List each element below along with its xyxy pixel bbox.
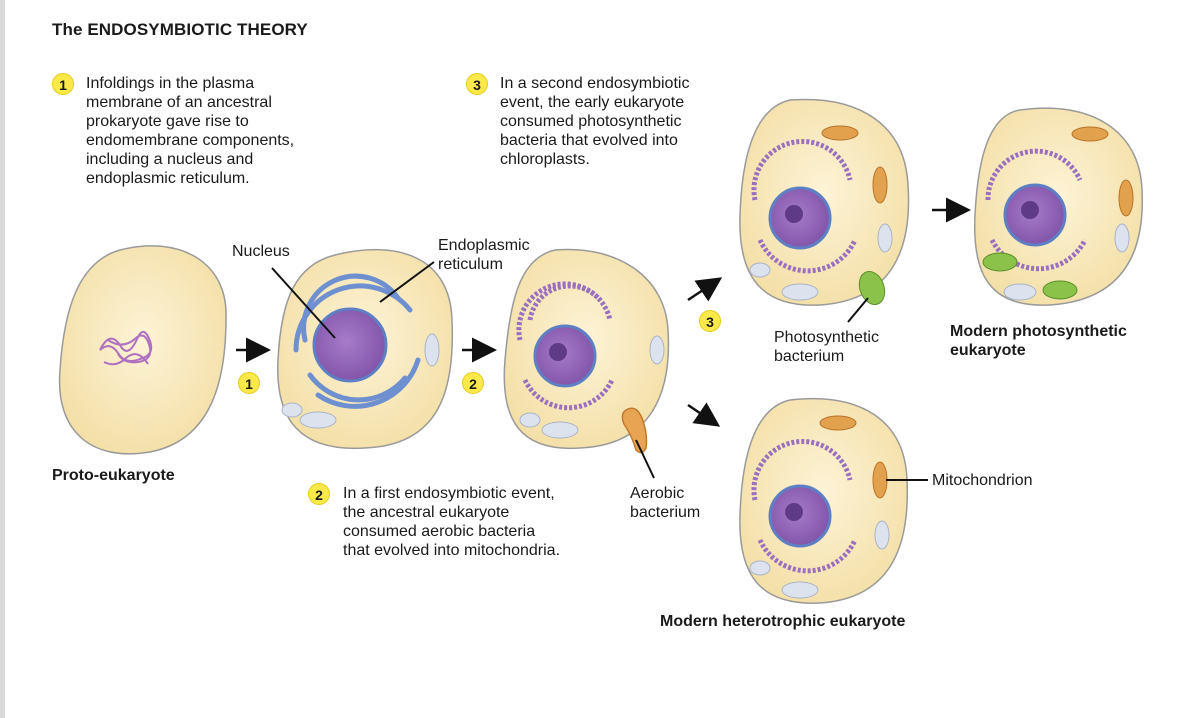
photosynthetic-bacterium-shape xyxy=(858,271,886,305)
arrow-3-down xyxy=(687,402,721,427)
er-label: Endoplasmic reticulum xyxy=(438,237,530,273)
mitochondrion xyxy=(1118,179,1134,217)
step-3-text: In a second endosymbiotic event, the ear… xyxy=(500,75,690,168)
modern-heterotrophic-label: Modern heterotrophic eukaryote xyxy=(660,613,906,630)
arrow-1-badge: 1 xyxy=(238,372,260,394)
aerobic-bacterium-label: Aerobic bacterium xyxy=(630,485,701,521)
modern-photosynthetic-cell xyxy=(973,107,1144,306)
arrow-2-badge: 2 xyxy=(462,372,484,394)
chloroplast xyxy=(1042,280,1078,300)
modern-photosynthetic-label: Modern photosynthetic eukaryote xyxy=(950,323,1127,359)
modern-heterotrophic-cell xyxy=(739,398,909,604)
step-1-text: Infoldings in the plasma membrane of an … xyxy=(86,75,295,187)
mitochondrion xyxy=(1071,126,1109,142)
er-membranes xyxy=(516,281,615,411)
page-title: The ENDOSYMBIOTIC THEORY xyxy=(52,20,308,39)
er-leader xyxy=(379,261,435,303)
photosynthetic-intermediate-cell xyxy=(739,98,910,306)
arrow-3-up xyxy=(687,277,723,302)
proto-eukaryote-label: Proto-eukaryote xyxy=(52,467,175,484)
dna-tangle xyxy=(99,330,153,366)
ancestral-eukaryote-cell xyxy=(503,248,670,454)
early-eukaryote-cell xyxy=(277,248,454,450)
mitochondrion xyxy=(821,125,859,141)
chloroplast xyxy=(982,252,1018,272)
step-2-caption: In a first endosymbiotic event, the ance… xyxy=(343,484,560,560)
step-3-badge: 3 xyxy=(466,73,488,95)
photosynthetic-leader xyxy=(847,297,869,323)
process-arrows xyxy=(236,197,971,427)
arrow-3-badge: 3 xyxy=(699,310,721,332)
step-1-badge: 1 xyxy=(52,73,74,95)
aerobic-leader xyxy=(635,439,655,479)
mitochondrion xyxy=(872,461,888,499)
step-2-badge: 2 xyxy=(308,483,330,505)
er-membranes xyxy=(293,273,421,409)
step-3-caption: In a second endosymbiotic event, the ear… xyxy=(500,74,689,169)
nucleus-leader xyxy=(271,267,336,339)
leader-lines xyxy=(271,261,928,481)
photosynthetic-bacterium-label: Photosynthetic bacterium xyxy=(774,329,879,365)
step-2-text: In a first endosymbiotic event, the ance… xyxy=(343,485,561,559)
mitochondrion xyxy=(819,415,857,431)
nucleus xyxy=(312,307,388,383)
nucleus-label: Nucleus xyxy=(232,243,290,260)
mitochondrion xyxy=(872,166,888,204)
step-1-caption: Infoldings in the plasma membrane of an … xyxy=(86,74,294,188)
left-border xyxy=(0,0,5,718)
mitochondrion-label: Mitochondrion xyxy=(932,472,1033,489)
proto-eukaryote-cell xyxy=(58,245,227,455)
